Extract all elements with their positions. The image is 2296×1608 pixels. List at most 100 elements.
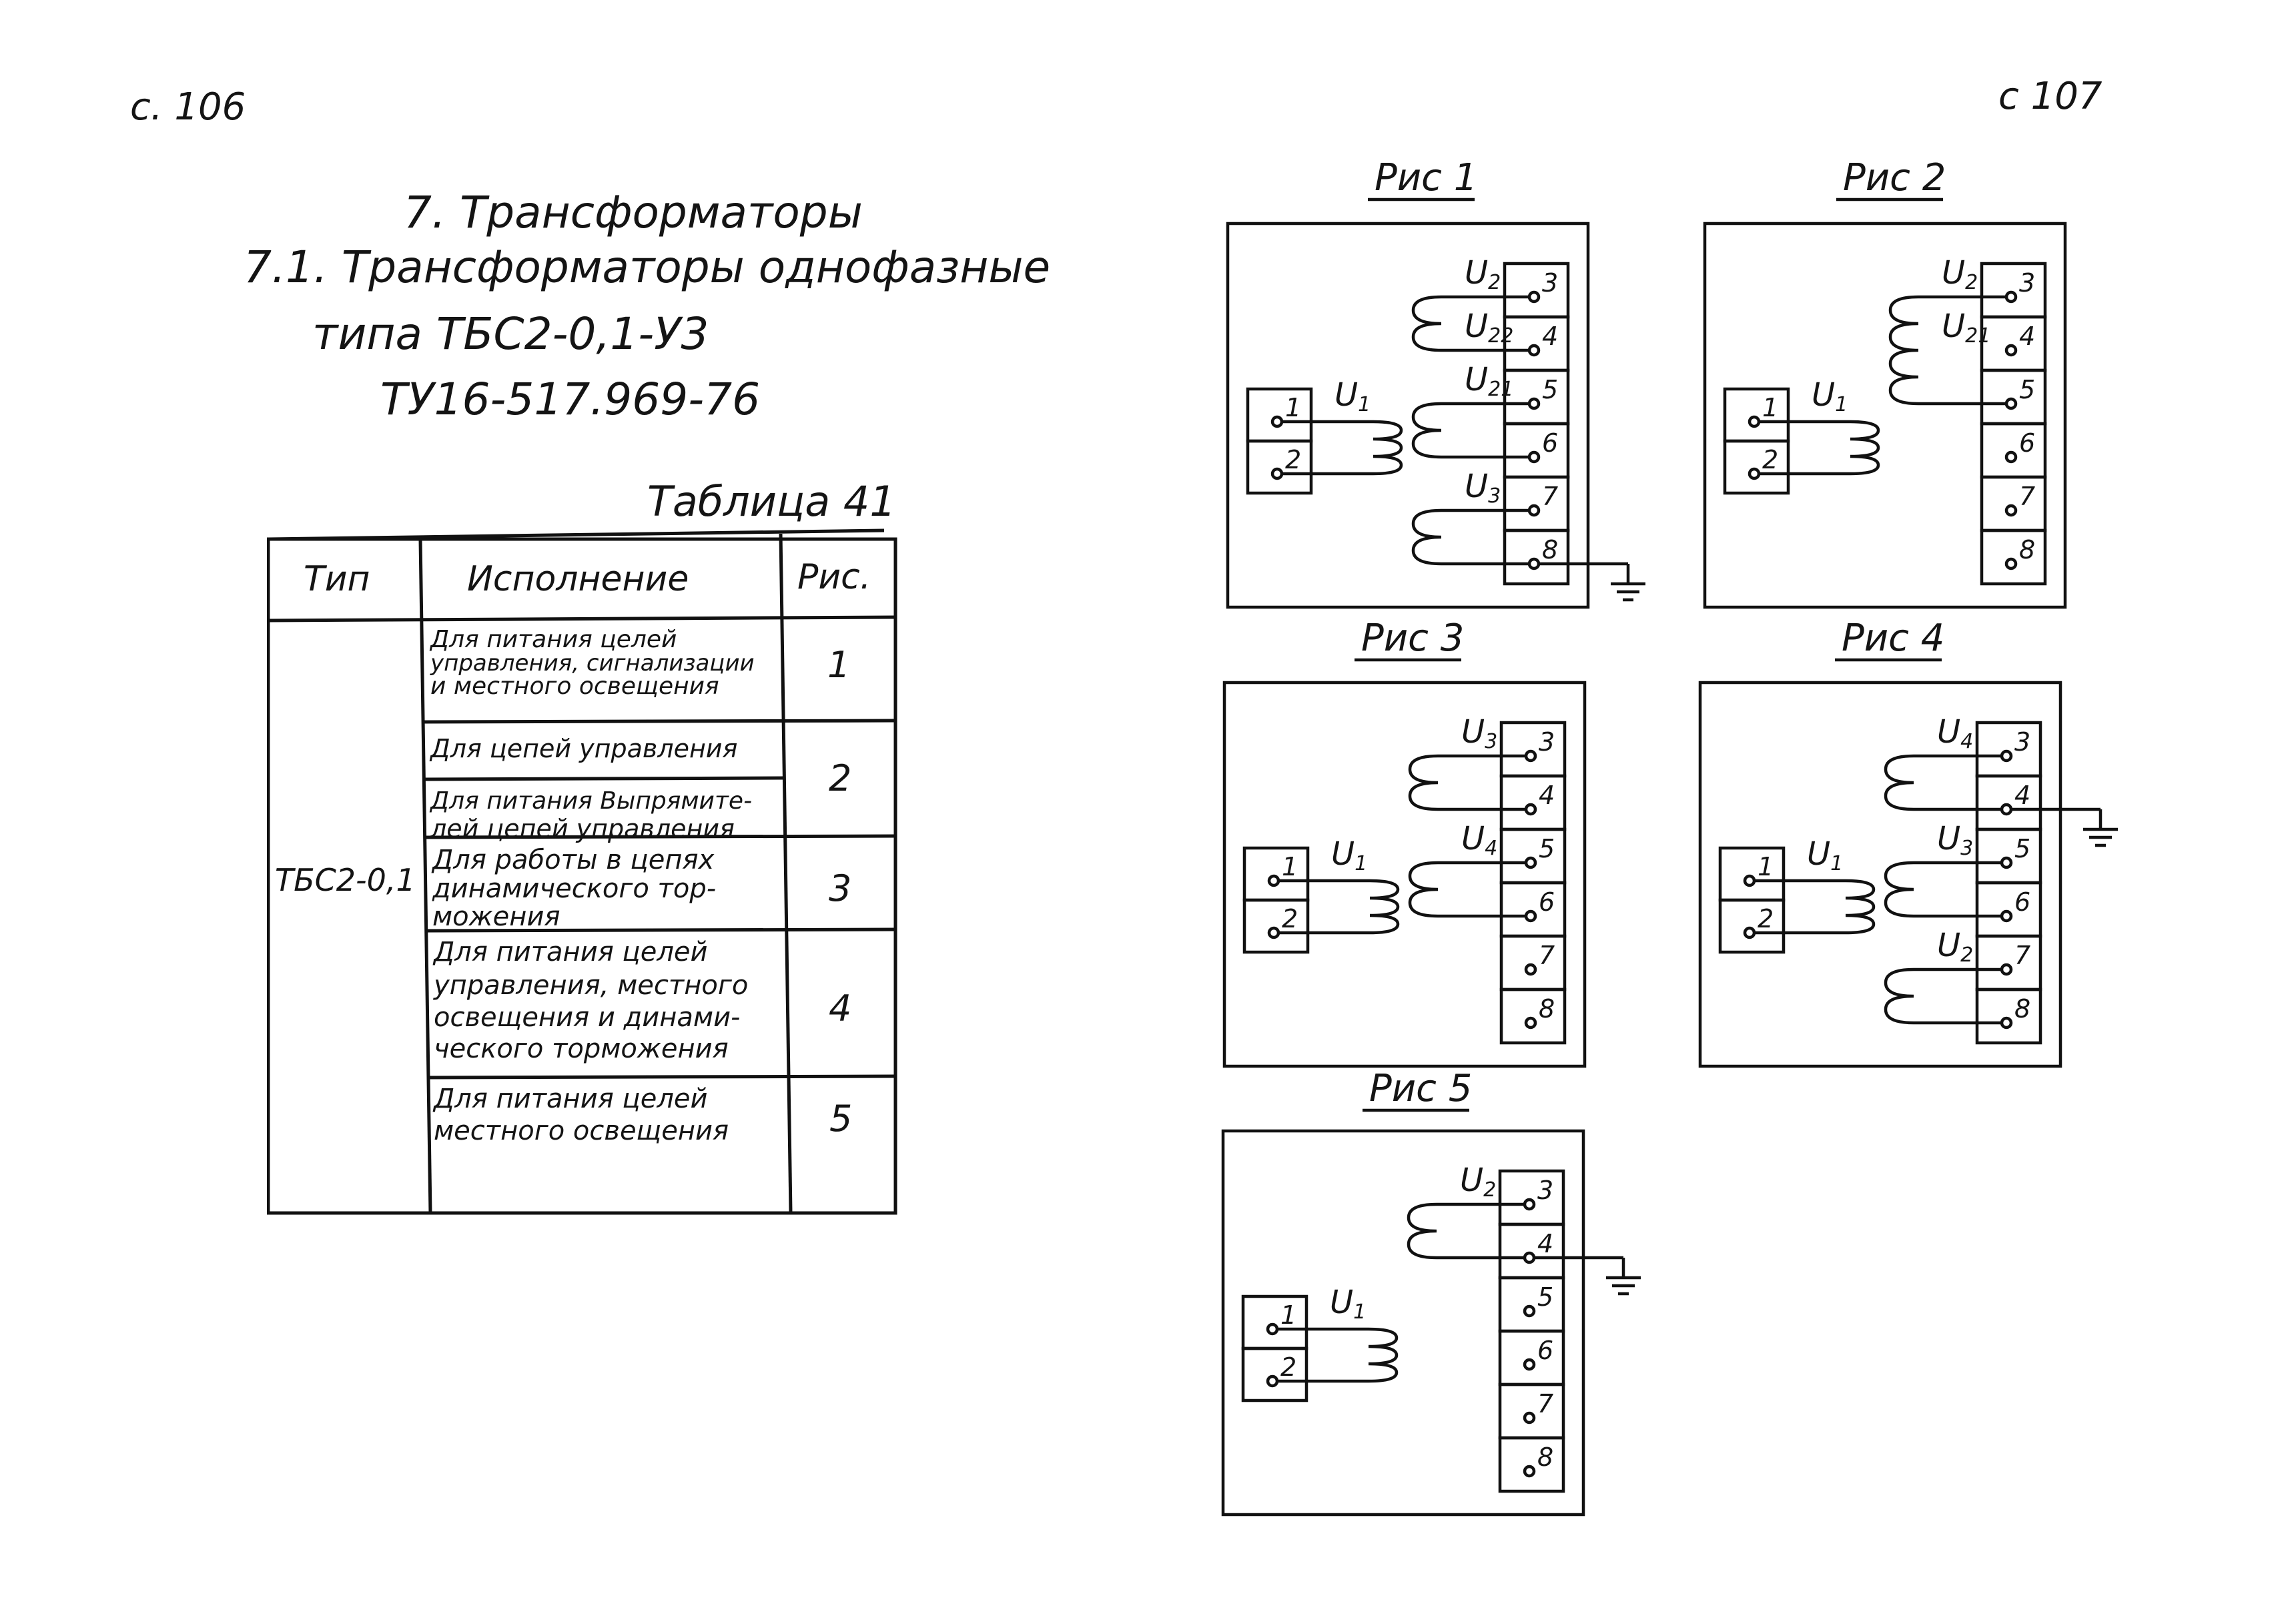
figure-5: Рис 5 3 4 5 6 7 8 1 2 U1 U2	[1221, 1067, 1641, 1517]
label-4-u4: U4	[1937, 713, 1973, 753]
terminal-3-3: 3	[1539, 727, 1555, 757]
terminal-4-7: 7	[2014, 941, 2030, 970]
row2-fig: 2	[829, 757, 851, 799]
row4-line2: динамического тор-	[432, 873, 716, 904]
label-3-primary: U1	[1331, 835, 1367, 875]
row1-fig: 1	[827, 644, 850, 686]
terminal-3-8: 8	[1539, 994, 1555, 1024]
label-5-u2: U2	[1460, 1162, 1496, 1202]
row5-fig: 4	[829, 987, 851, 1030]
row2-line1: Для цепей управления	[429, 734, 737, 763]
terminal-2-8: 8	[2019, 535, 2035, 564]
terminal-1-3: 3	[1542, 268, 1558, 298]
terminal-2-5: 5	[2019, 375, 2035, 404]
table-grid: Тип Исполнение Рис. ТБС2-0,1 Для питания…	[267, 528, 897, 1215]
header-type: Тип	[304, 559, 370, 599]
terminal-4-8: 8	[2014, 994, 2030, 1024]
terminal-2-3: 3	[2019, 268, 2035, 298]
terminal-2-1: 1	[1762, 393, 1778, 422]
row5-line2: управления, местного	[433, 970, 748, 1001]
row6-line1: Для питания целей	[432, 1084, 708, 1114]
terminal-4-5: 5	[2014, 834, 2030, 863]
table-caption: Таблица 41	[647, 477, 896, 526]
label-1-u22: U22	[1465, 308, 1513, 348]
figure-title-5: Рис 5	[1369, 1067, 1472, 1110]
label-2-u2: U2	[1942, 254, 1978, 294]
figure-title-3: Рис 3	[1361, 617, 1464, 660]
label-3-u3: U3	[1461, 713, 1497, 753]
label-3-u4: U4	[1461, 820, 1497, 860]
terminal-3-7: 7	[1539, 941, 1555, 970]
terminal-5-2: 2	[1280, 1352, 1296, 1382]
row4-line1: Для работы в цепях	[431, 845, 715, 875]
terminal-4-1: 1	[1758, 852, 1774, 881]
terminal-5-5: 5	[1537, 1282, 1553, 1312]
terminal-3-6: 6	[1539, 887, 1555, 917]
figure-title-1: Рис 1	[1375, 156, 1477, 199]
terminal-3-5: 5	[1539, 834, 1555, 863]
terminal-1-4: 4	[1542, 322, 1558, 351]
page-number-right: с 107	[1998, 75, 2102, 118]
terminal-2-4: 4	[2019, 322, 2035, 351]
terminal-2-7: 7	[2019, 482, 2035, 511]
terminal-1-5: 5	[1542, 375, 1558, 404]
label-4-u2: U2	[1937, 927, 1973, 967]
row5-line1: Для питания целей	[432, 937, 708, 967]
terminal-1-6: 6	[1542, 428, 1558, 458]
terminal-5-7: 7	[1537, 1389, 1553, 1419]
type-value: ТБС2-0,1	[275, 862, 416, 898]
row5-line3: освещения и динами-	[434, 1002, 741, 1033]
terminal-4-4: 4	[2014, 781, 2030, 810]
spec-line: ТУ16-517.969-76	[380, 374, 761, 425]
label-4-u3: U3	[1937, 820, 1973, 860]
terminal-1-1: 1	[1285, 393, 1301, 422]
row3-line2: лей цепей управления	[430, 814, 735, 843]
row4-fig: 3	[829, 867, 851, 909]
terminal-5-4: 4	[1537, 1229, 1553, 1258]
terminal-4-6: 6	[2014, 887, 2030, 917]
row1-line3: и местного освещения	[430, 673, 719, 700]
row1-line1: Для питания целей	[429, 626, 677, 653]
row5-line4: ческого торможения	[434, 1034, 729, 1064]
label-1-u2: U2	[1465, 254, 1501, 294]
terminal-3-2: 2	[1282, 904, 1298, 933]
terminal-3-4: 4	[1539, 781, 1555, 810]
terminal-2-6: 6	[2019, 428, 2035, 458]
label-5-primary: U1	[1330, 1284, 1366, 1324]
type-line: типа ТБС2-0,1-У3	[312, 308, 709, 360]
row4-line3: можения	[432, 901, 560, 932]
table-41: Тип Исполнение Рис. ТБС2-0,1 Для питания…	[267, 527, 907, 1228]
terminal-3-1: 1	[1282, 852, 1298, 881]
row3-line1: Для питания Выпрямите-	[429, 787, 752, 815]
label-4-primary: U1	[1807, 835, 1843, 875]
row1-line2: управления, сигнализации	[430, 650, 755, 677]
terminal-1-8: 8	[1542, 535, 1558, 564]
terminal-5-8: 8	[1537, 1443, 1553, 1472]
figure-title-2: Рис 2	[1843, 156, 1946, 199]
row6-fig: 5	[829, 1098, 852, 1140]
terminal-4-2: 2	[1758, 904, 1774, 933]
header-execution: Исполнение	[467, 559, 689, 599]
terminal-5-3: 3	[1537, 1176, 1553, 1205]
row6-line2: местного освещения	[434, 1116, 729, 1146]
terminal-1-2: 2	[1285, 445, 1301, 474]
label-2-primary: U1	[1812, 376, 1848, 416]
header-fig: Рис.	[797, 557, 871, 597]
label-2-u21: U21	[1942, 308, 1990, 348]
terminal-5-1: 1	[1280, 1300, 1296, 1330]
terminal-1-7: 7	[1542, 482, 1558, 511]
label-1-u21: U21	[1465, 361, 1513, 401]
section-heading: 7. Трансформаторы	[404, 187, 863, 238]
label-1-primary: U1	[1334, 376, 1371, 416]
page-number-left: с. 106	[130, 85, 246, 129]
section-subheading: 7.1. Трансформаторы однофазные	[244, 242, 1051, 293]
terminal-4-3: 3	[2014, 727, 2030, 757]
terminal-5-6: 6	[1537, 1336, 1553, 1365]
label-1-u3: U3	[1465, 468, 1501, 508]
terminal-2-2: 2	[1762, 445, 1778, 474]
